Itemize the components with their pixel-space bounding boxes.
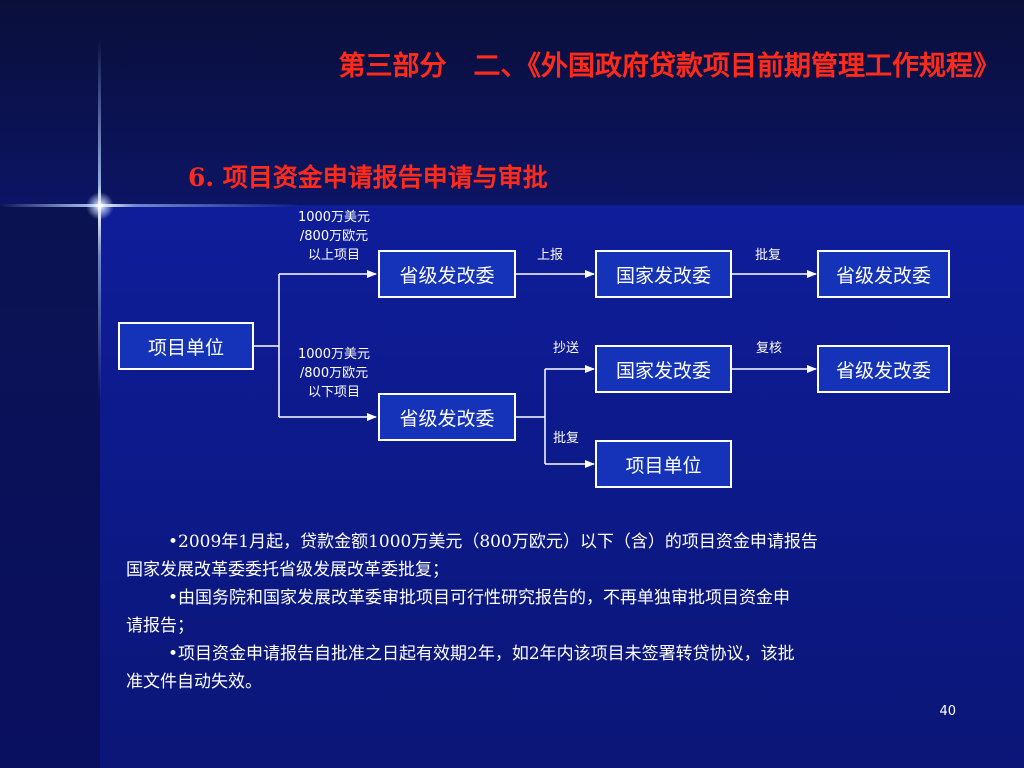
node-national-ndrc-upper: 国家发改委 (595, 250, 732, 298)
light-flare-horizontal (0, 204, 300, 207)
label-below-line3: 以下项目 (307, 385, 360, 400)
label-above-line2: /800万欧元 (299, 229, 369, 244)
bullet-3-line1: •项目资金申请报告自批准之日起有效期2年，如2年内该项目未签署转贷协议，该批 (168, 644, 795, 664)
label-review: 复核 (756, 341, 783, 356)
label-above-threshold: 1000万美元 /800万欧元 以上项目 (274, 208, 394, 265)
background-left-band (0, 205, 100, 768)
node-provincial-ndrc-upper-right: 省级发改委 (817, 250, 950, 298)
section-subtitle: 6. 项目资金申请报告申请与审批 (188, 163, 548, 192)
background-main (100, 205, 1024, 768)
label-cc: 抄送 (553, 341, 580, 356)
node-national-ndrc-lower: 国家发改委 (595, 345, 732, 393)
label-approve-lower: 批复 (553, 431, 580, 446)
node-project-unit-left: 项目单位 (118, 322, 254, 370)
page-number: 40 (939, 704, 956, 719)
body-text: •2009年1月起，贷款金额1000万美元（800万欧元）以下（含）的项目资金申… (126, 528, 956, 696)
node-project-unit-bottom: 项目单位 (595, 440, 732, 488)
background-top (0, 0, 1024, 205)
node-provincial-ndrc-lower-right: 省级发改委 (817, 345, 950, 393)
slide-title: 第三部分 二、《外国政府贷款项目前期管理工作规程》 (338, 51, 1001, 82)
label-below-threshold: 1000万美元 /800万欧元 以下项目 (274, 345, 394, 402)
bullet-2-line1: •由国务院和国家发展改革委审批项目可行性研究报告的，不再单独审批项目资金申 (168, 588, 791, 608)
light-flare-star-icon (86, 192, 114, 220)
bullet-2-line2: 请报告； (126, 616, 194, 636)
label-report-up: 上报 (537, 248, 564, 263)
label-approve-upper: 批复 (755, 248, 782, 263)
node-provincial-ndrc-upper: 省级发改委 (378, 250, 516, 298)
label-above-line3: 以上项目 (307, 248, 360, 263)
label-below-line1: 1000万美元 (297, 347, 371, 362)
bullet-1-line2: 国家发展改革委委托省级发展改革委批复； (126, 560, 449, 580)
light-flare-vertical (98, 40, 101, 400)
label-below-line2: /800万欧元 (299, 366, 369, 381)
label-above-line1: 1000万美元 (297, 210, 371, 225)
bullet-1-line1: •2009年1月起，贷款金额1000万美元（800万欧元）以下（含）的项目资金申… (168, 532, 818, 552)
bullet-3-line2: 准文件自动失效。 (126, 672, 262, 692)
node-provincial-ndrc-lower: 省级发改委 (378, 393, 516, 441)
